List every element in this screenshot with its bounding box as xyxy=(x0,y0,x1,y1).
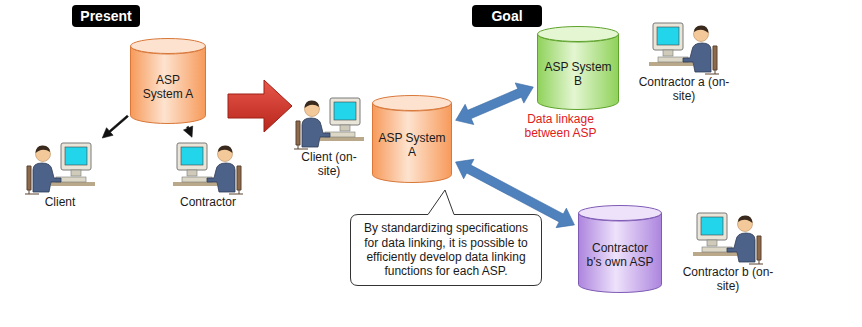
data-link-arrow xyxy=(456,83,534,125)
node-text: ASP System B xyxy=(537,60,619,89)
monitor-screen xyxy=(657,27,679,45)
monitor-screen xyxy=(181,147,203,165)
person-at-computer-icon xyxy=(25,140,95,195)
database-cylinder: Contractor b's own ASP xyxy=(578,205,662,293)
node-text: Goal xyxy=(485,8,528,25)
hair xyxy=(305,100,320,108)
monitor xyxy=(653,23,683,50)
node-text: ASP System A xyxy=(130,73,206,102)
node-text: ASP System A xyxy=(372,131,452,160)
person-at-computer-icon xyxy=(173,140,243,195)
access-arrow xyxy=(183,126,192,137)
cylinder-body xyxy=(579,213,662,292)
person-at-computer-icon xyxy=(693,210,763,265)
section-tag: Goal xyxy=(472,5,542,27)
hair xyxy=(218,145,233,153)
person-at-computer-icon xyxy=(649,20,719,75)
user-figure: Client (on-site) xyxy=(294,95,364,179)
person-at-computer-icon xyxy=(294,95,364,150)
body xyxy=(33,163,61,192)
callout-bubble: By standardizing specifications for data… xyxy=(350,214,542,286)
hair xyxy=(738,215,753,223)
node-text: Client xyxy=(20,195,100,209)
database-cylinder: ASP System B xyxy=(537,26,619,110)
cylinder-body xyxy=(538,34,619,110)
section-tag: Present xyxy=(72,5,140,27)
body xyxy=(683,43,711,72)
node-text: Contractor b's own ASP xyxy=(578,241,662,270)
user-figure: Contractor a (on-site) xyxy=(636,20,732,104)
monitor-screen xyxy=(334,102,356,120)
desk xyxy=(693,252,737,256)
database-cylinder: ASP System A xyxy=(130,38,206,124)
desk xyxy=(320,137,364,141)
database-cylinder: ASP System A xyxy=(372,95,452,183)
body xyxy=(727,233,755,262)
transition-arrow xyxy=(228,80,292,132)
edge-label: Data linkage between ASP xyxy=(511,112,611,141)
hair xyxy=(694,25,709,33)
body xyxy=(302,118,330,147)
cylinder-top xyxy=(131,39,206,54)
user-figure: Client xyxy=(20,140,100,209)
node-text: Present xyxy=(74,8,137,25)
desk xyxy=(649,62,693,66)
node-text: Contractor xyxy=(168,195,248,209)
cylinder-top xyxy=(538,27,619,42)
cylinder-top xyxy=(373,96,452,111)
desk xyxy=(51,182,95,186)
user-figure: Contractor b (on-site) xyxy=(680,210,776,294)
node-text: Contractor b (on-site) xyxy=(680,265,776,294)
cylinder-body xyxy=(131,46,206,124)
user-figure: Contractor xyxy=(168,140,248,209)
desk xyxy=(173,182,217,186)
callout-shape xyxy=(351,190,542,286)
monitor xyxy=(177,143,207,170)
node-text: By standardizing specifications for data… xyxy=(350,221,542,279)
cylinder-body xyxy=(373,103,452,183)
monitor-stand xyxy=(340,125,350,131)
monitor-stand xyxy=(663,50,673,56)
node-text: Contractor a (on-site) xyxy=(636,75,732,104)
monitor xyxy=(330,98,360,125)
monitor xyxy=(61,143,91,170)
monitor-screen xyxy=(65,147,87,165)
monitor xyxy=(697,213,727,240)
monitor-stand xyxy=(707,240,717,246)
monitor-stand xyxy=(71,170,81,176)
hair xyxy=(36,145,51,153)
access-arrow xyxy=(102,115,128,138)
node-text: Client (on-site) xyxy=(294,150,364,179)
monitor-screen xyxy=(701,217,723,235)
cylinder-top xyxy=(579,206,662,221)
body xyxy=(207,163,235,192)
monitor-stand xyxy=(187,170,197,176)
